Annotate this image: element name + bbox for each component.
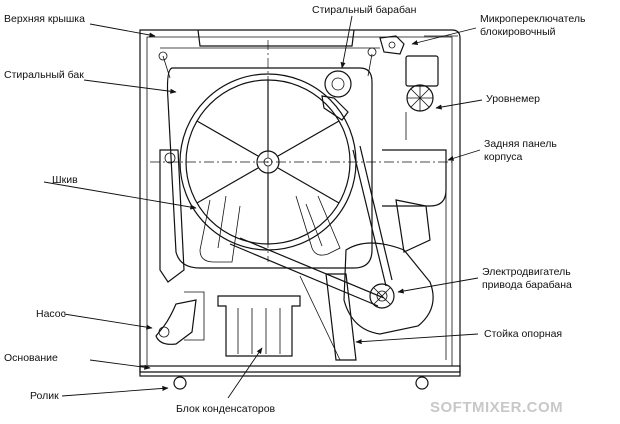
leader-capacitor <box>227 347 263 399</box>
label-top-cover: Верхняя крышка <box>4 13 85 25</box>
label-pump: Насос <box>36 308 66 320</box>
labels: Верхняя крышка Стиральный бак Шкив Насос… <box>4 4 586 415</box>
leader-lines <box>43 15 483 399</box>
tub-outline <box>166 67 373 269</box>
roller-right <box>415 376 429 390</box>
top-cover-panel <box>197 29 355 47</box>
label-support: Стойка опорная <box>484 328 562 340</box>
label-line: корпуса <box>484 151 522 163</box>
leader-roller <box>61 385 169 397</box>
leader-base <box>89 359 151 370</box>
drive-belt <box>229 145 393 307</box>
roller-left <box>173 376 187 390</box>
leader-level-sensor <box>435 99 483 110</box>
label-base: Основание <box>4 352 58 364</box>
pulley <box>150 40 452 262</box>
label-line: блокировочный <box>480 26 556 38</box>
leader-rear-panel <box>447 149 481 161</box>
tub-hook-right <box>367 47 377 57</box>
drum-bearing <box>321 70 352 121</box>
tub-spring-right <box>367 53 373 77</box>
leader-top-cover <box>89 23 156 38</box>
label-roller: Ролик <box>30 390 59 402</box>
tub-damper <box>159 149 185 283</box>
leader-wash-tub <box>83 79 177 94</box>
label-wash-tub: Стиральный бак <box>4 69 84 81</box>
leader-support <box>355 333 479 345</box>
leader-pulley <box>43 181 197 210</box>
support-post <box>299 273 357 361</box>
drum-heaters <box>199 195 341 263</box>
base-plate <box>139 365 461 377</box>
label-drum: Стиральный барабан <box>312 4 417 16</box>
microswitch <box>379 35 405 55</box>
pump <box>155 291 205 345</box>
leader-drum <box>340 15 353 69</box>
rear-panel <box>382 149 447 207</box>
label-capacitor-block: Блок конденсаторов <box>176 403 276 415</box>
label-line: Микропереключатель <box>480 13 586 25</box>
tub-hook-left <box>158 51 168 61</box>
capacitor-block <box>217 295 301 357</box>
leader-microswitch <box>411 27 477 46</box>
leader-motor <box>397 277 479 294</box>
machine-body <box>139 29 461 390</box>
cabinet-outline <box>139 29 461 373</box>
label-line: Задняя панель <box>484 138 557 150</box>
label-level-sensor: Уровнемер <box>486 93 540 105</box>
watermark: SOFTMIXER.COM <box>430 399 563 416</box>
label-pulley: Шкив <box>52 174 78 186</box>
level-sensor <box>405 55 439 140</box>
label-line: Электродвигатель <box>482 266 571 278</box>
drive-motor <box>343 199 434 335</box>
wash-tub <box>158 47 377 283</box>
tub-spring-left <box>162 55 171 79</box>
label-line: привода барабана <box>482 279 572 291</box>
damper-top-pivot <box>164 152 176 164</box>
leader-pump <box>63 313 153 330</box>
